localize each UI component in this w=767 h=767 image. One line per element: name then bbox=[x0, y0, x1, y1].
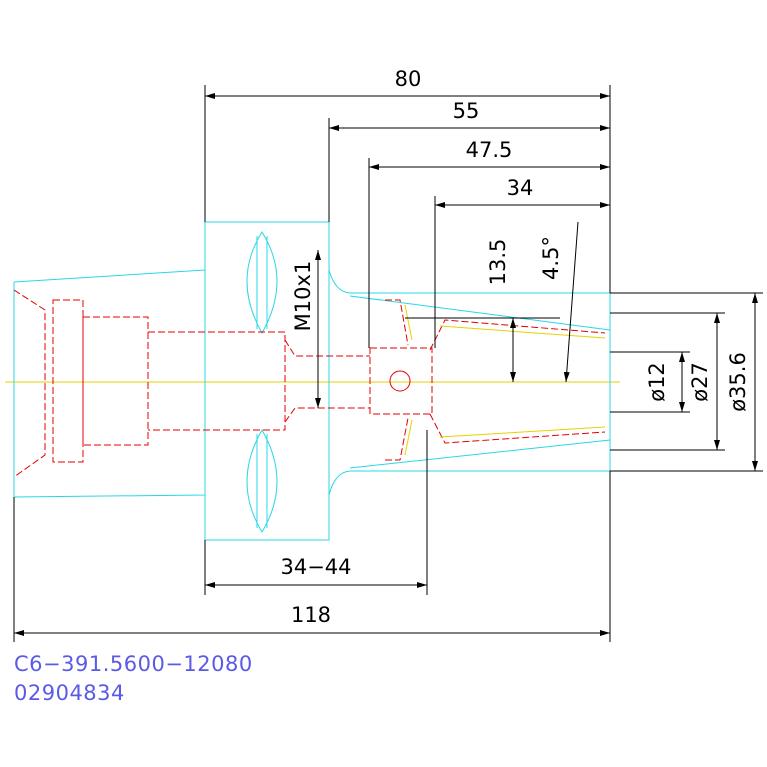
dim-118: 118 bbox=[291, 603, 331, 627]
dim-47-5: 47.5 bbox=[466, 138, 513, 162]
dim-13-5: 13.5 bbox=[486, 239, 510, 286]
dimension-lines bbox=[13, 85, 763, 642]
dim-34-44: 34−44 bbox=[280, 555, 351, 579]
tool-outline bbox=[13, 221, 611, 541]
part-code: C6−391.5600−12080 bbox=[14, 652, 253, 676]
dim-4-5-deg: 4.5° bbox=[539, 236, 563, 280]
dim-dia-27: ø27 bbox=[688, 362, 712, 402]
dim-55: 55 bbox=[453, 99, 480, 123]
dim-80: 80 bbox=[395, 67, 422, 91]
dim-thread: M10x1 bbox=[291, 261, 315, 332]
collet-lines bbox=[404, 304, 606, 456]
part-number: 02904834 bbox=[14, 681, 125, 705]
dim-34: 34 bbox=[507, 176, 534, 200]
dim-dia-12: ø12 bbox=[645, 362, 669, 402]
dim-dia-35-6: ø35.6 bbox=[726, 352, 750, 412]
